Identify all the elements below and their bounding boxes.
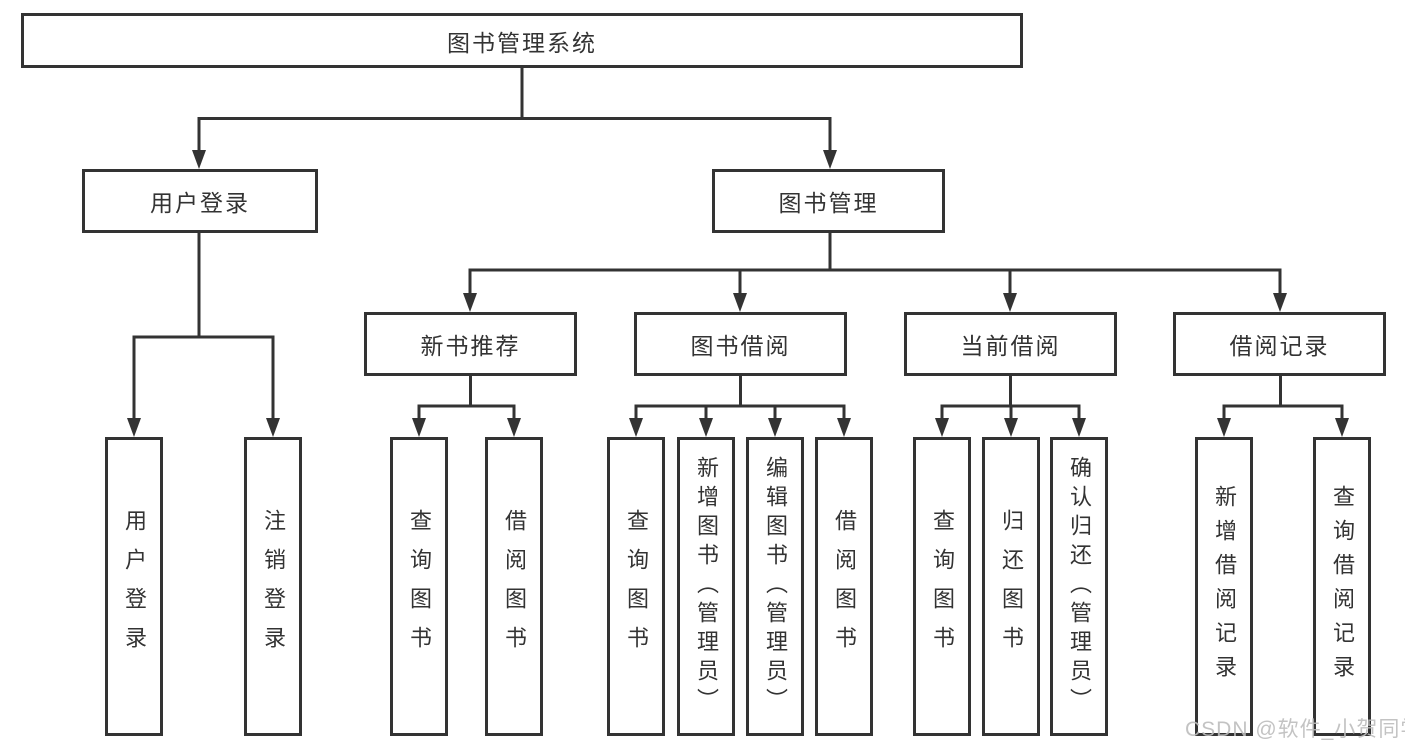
- arrowhead: [192, 150, 206, 169]
- node-current-borrowing: 当前借阅: [904, 312, 1117, 376]
- leaf-query-borrow-record: 查询借阅记录: [1313, 437, 1371, 736]
- leaf-logout-label: 注销登录: [261, 508, 286, 665]
- arrowhead: [768, 418, 782, 437]
- arrowhead: [733, 293, 747, 312]
- leaf-query-books: 查询图书: [607, 437, 665, 736]
- arrowhead: [1273, 293, 1287, 312]
- arrowhead: [507, 418, 521, 437]
- leaf-logout: 注销登录: [244, 437, 302, 736]
- arrowhead: [412, 418, 426, 437]
- arrowhead: [1072, 418, 1086, 437]
- arrowhead: [629, 418, 643, 437]
- arrowhead: [266, 418, 280, 437]
- leaf-query-borrow-record-label: 查询借阅记录: [1330, 484, 1355, 689]
- leaf-user-login: 用户登录: [105, 437, 163, 736]
- leaf-add-book-admin: 新增图书（管理员）: [677, 437, 735, 736]
- node-book-borrowing: 图书借阅: [634, 312, 847, 376]
- node-root: 图书管理系统: [21, 13, 1023, 68]
- node-user-login: 用户登录: [82, 169, 318, 233]
- leaf-query-books-label: 查询图书: [407, 508, 432, 665]
- leaf-borrow-books: 借阅图书: [815, 437, 873, 736]
- connector-new-book-recommend: [417, 376, 516, 420]
- leaf-add-borrow-record: 新增借阅记录: [1195, 437, 1253, 736]
- leaf-borrow-books: 借阅图书: [485, 437, 543, 736]
- connector-book-management: [468, 233, 1282, 295]
- leaf-add-book-admin-label: 新增图书（管理员）: [694, 456, 719, 717]
- arrowhead: [1004, 418, 1018, 437]
- leaf-query-books-label: 查询图书: [930, 508, 955, 665]
- connector-current-borrowing: [940, 376, 1081, 420]
- node-book-management: 图书管理: [712, 169, 945, 233]
- arrowhead: [463, 293, 477, 312]
- leaf-query-books-label: 查询图书: [624, 508, 649, 665]
- arrowhead: [823, 150, 837, 169]
- leaf-user-login-label: 用户登录: [122, 508, 147, 665]
- leaf-borrow-books-label: 借阅图书: [502, 508, 527, 665]
- leaf-confirm-return-admin-label: 确认归还（管理员）: [1067, 456, 1092, 717]
- leaf-edit-book-admin: 编辑图书（管理员）: [746, 437, 804, 736]
- arrowhead: [1335, 418, 1349, 437]
- arrowhead: [127, 418, 141, 437]
- leaf-edit-book-admin-label: 编辑图书（管理员）: [763, 456, 788, 717]
- node-borrow-records: 借阅记录: [1173, 312, 1386, 376]
- arrowhead: [837, 418, 851, 437]
- arrowhead: [699, 418, 713, 437]
- leaf-confirm-return-admin: 确认归还（管理员）: [1050, 437, 1108, 736]
- leaf-return-books: 归还图书: [982, 437, 1040, 736]
- connector-borrow-records: [1222, 376, 1344, 420]
- node-new-book-recommend: 新书推荐: [364, 312, 577, 376]
- leaf-return-books-label: 归还图书: [999, 508, 1024, 665]
- connector-root: [197, 68, 832, 152]
- arrowhead: [1003, 293, 1017, 312]
- leaf-add-borrow-record-label: 新增借阅记录: [1212, 484, 1237, 689]
- leaf-borrow-books-label: 借阅图书: [832, 508, 857, 665]
- leaf-query-books: 查询图书: [913, 437, 971, 736]
- arrowhead: [935, 418, 949, 437]
- leaf-query-books: 查询图书: [390, 437, 448, 736]
- connector-book-borrowing: [634, 376, 846, 420]
- connector-user-login: [132, 233, 275, 420]
- csdn-watermark: CSDN @软件_小贺同学: [1185, 718, 1405, 741]
- arrowhead: [1217, 418, 1231, 437]
